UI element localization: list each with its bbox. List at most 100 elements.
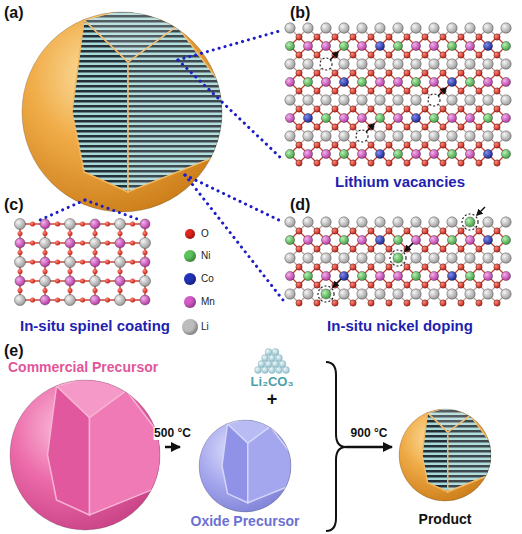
legend-swatch [184,273,196,285]
atom [393,217,403,227]
carbonate-particle [265,361,272,368]
atom [80,279,85,284]
atom [15,276,25,286]
atom [386,264,392,270]
atom [303,23,313,33]
atom [296,106,302,112]
atom [143,269,148,274]
atom [143,288,148,293]
atom [93,231,98,236]
atom [321,77,330,86]
atom [40,295,50,305]
atom [43,288,48,293]
atom [285,217,295,227]
atom [458,88,464,94]
atom [429,253,439,263]
atom [476,88,482,94]
atom [93,288,98,293]
atom [68,250,73,255]
atom [429,271,438,280]
atom [339,95,349,105]
atom [440,282,446,288]
atom [321,41,330,50]
atom [30,222,35,227]
atom [465,271,474,280]
atom [422,264,428,270]
atom [18,250,23,255]
atom [332,300,338,306]
atom [411,271,420,280]
atom [494,282,500,288]
atom [465,235,474,244]
atom [404,124,410,130]
atom [393,59,403,69]
atom [447,23,457,33]
migration-arrow [333,279,341,287]
atom [118,250,123,255]
atom [458,264,464,270]
oxide-sphere: Oxide Precursor [180,410,346,532]
atom [43,269,48,274]
migration-arrow [330,52,338,60]
atom [332,264,338,270]
atom [140,295,150,305]
atom [458,228,464,234]
atom [314,246,320,252]
leader-lines [40,30,283,300]
atom [375,131,385,141]
atom [296,142,302,148]
atom [115,295,126,306]
atom [314,300,320,306]
atom [422,246,428,252]
atom [30,260,35,265]
atom [411,217,421,227]
atom [375,253,385,263]
atom [404,228,410,234]
atom [339,23,349,33]
node-text: Product [419,512,472,527]
atom [483,77,492,86]
atom [458,282,464,288]
carbonate-particle [276,367,283,374]
doped-lattice [285,207,511,306]
atom [476,300,482,306]
atom [118,288,123,293]
atom [386,34,392,40]
atom [130,241,135,246]
atom [332,142,338,148]
atom [494,106,500,112]
migration-arrow [438,88,446,96]
atom [314,124,320,130]
atom [404,160,410,166]
atom [332,106,338,112]
atom [368,264,374,270]
atom [483,271,492,280]
atom [386,228,392,234]
atom [357,59,367,69]
atom [368,246,374,252]
atom [130,260,135,265]
atom [375,271,384,280]
atom [332,124,338,130]
atom [321,131,331,141]
atom [296,34,302,40]
legend-text: O [201,228,209,239]
atom [440,70,446,76]
atom [483,149,492,158]
legend-text: Mn [201,296,215,307]
atom [339,217,349,227]
atom [494,142,500,148]
leader-line [178,30,283,60]
atom [429,217,439,227]
atom [321,235,330,244]
atom [501,289,511,299]
atom [339,253,349,263]
atom [15,295,26,306]
atom [429,149,438,158]
atom [375,235,384,244]
atom [296,264,302,270]
atom [501,41,510,50]
atom [303,113,312,122]
atom [93,269,98,274]
